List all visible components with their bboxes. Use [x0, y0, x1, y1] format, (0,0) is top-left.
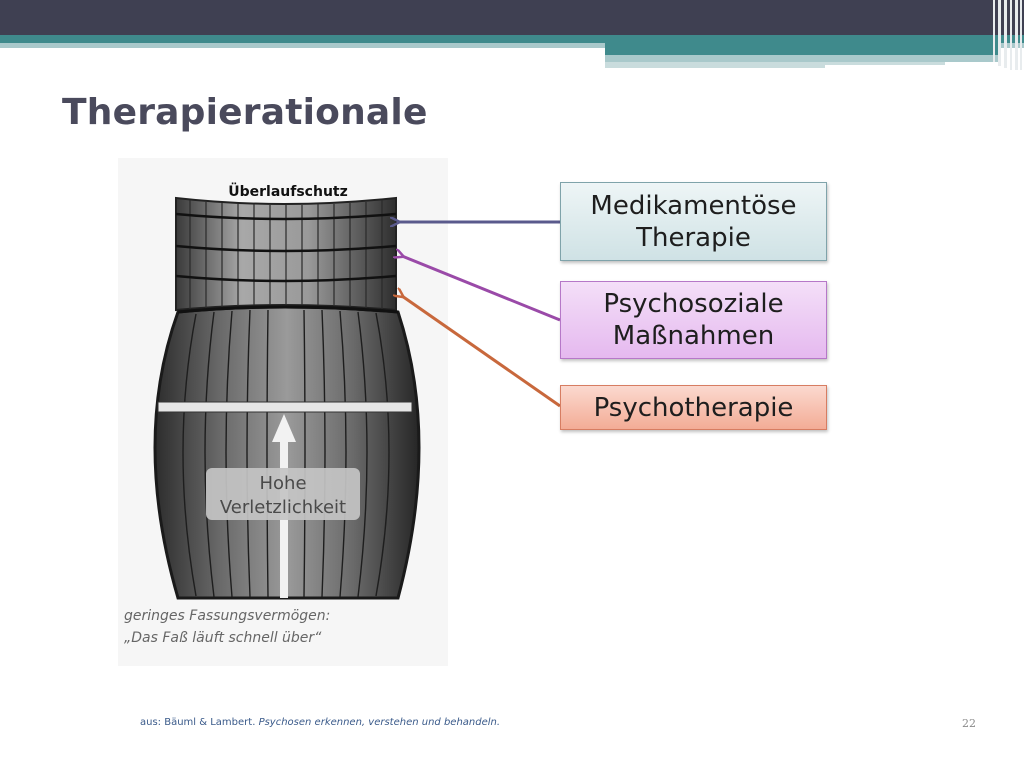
psychosocial-measures-line-1: Psychosoziale — [603, 289, 784, 319]
vulnerability-label-panel — [206, 468, 360, 520]
figure-caption-line-1: geringes Fassungsvermögen: — [124, 608, 330, 624]
psychotherapy-line-1: Psychotherapie — [593, 392, 794, 423]
page-number: 22 — [962, 717, 976, 730]
overflow-protection-heading: Überlaufschutz — [228, 182, 348, 200]
overflow-protection-rim — [175, 196, 397, 312]
vulnerability-label-line-2: Verletzlichkeit — [220, 497, 346, 518]
medication-therapy-line-2: Therapie — [636, 222, 751, 253]
psychosocial-measures-line-2: Maßnahmen — [612, 321, 775, 351]
citation-prefix: aus: Bäuml & Lambert. — [140, 717, 259, 728]
vulnerability-label-line-1: Hohe — [259, 473, 306, 494]
medication-therapy-box: Medikamentöse Therapie — [560, 182, 827, 261]
source-citation: aus: Bäuml & Lambert. Psychosen erkennen… — [140, 717, 500, 728]
figure-caption-line-2: „Das Faß läuft schnell über“ — [124, 630, 322, 646]
psychotherapy-arrow — [402, 296, 561, 408]
citation-title: Psychosen erkennen, verstehen und behand… — [258, 717, 501, 728]
header-band — [0, 0, 1024, 70]
psychosocial-measures-box: Psychosoziale Maßnahmen — [560, 281, 827, 359]
psychosocial-arrow — [402, 256, 561, 322]
psychotherapy-box: Psychotherapie — [560, 385, 827, 430]
medication-therapy-line-1: Medikamentöse — [590, 190, 797, 221]
header-stripes — [993, 0, 1022, 70]
slide-title: Therapierationale — [62, 92, 428, 133]
